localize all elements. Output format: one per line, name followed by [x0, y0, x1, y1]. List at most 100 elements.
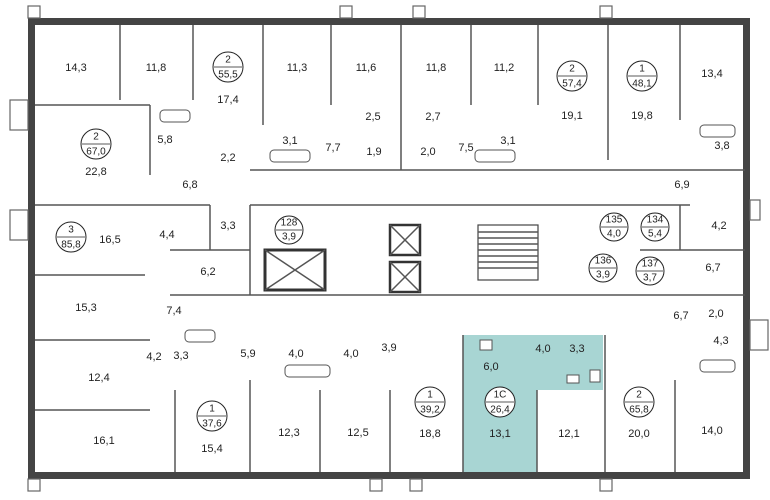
room-area: 2,5: [365, 111, 380, 123]
storage-unit-badge[interactable]: 135 4,0: [599, 212, 629, 242]
interior-walls: [35, 25, 745, 472]
room-area: 5,8: [157, 134, 172, 146]
svg-text:37,6: 37,6: [202, 419, 222, 430]
svg-text:1С: 1С: [494, 390, 507, 401]
room-area: 11,3: [287, 62, 308, 74]
room-area: 20,0: [628, 428, 649, 440]
room-area: 12,4: [88, 372, 109, 384]
bathroom-fixtures: [159, 109, 736, 384]
room-area: 4,2: [711, 220, 726, 232]
svg-text:4,0: 4,0: [607, 229, 621, 240]
room-area: 5,9: [240, 348, 255, 360]
svg-text:48,1: 48,1: [632, 79, 652, 90]
room-area: 15,4: [201, 443, 222, 455]
room-area: 12,3: [278, 427, 299, 439]
apartment-badge[interactable]: 1 39,2: [414, 386, 446, 418]
svg-text:1: 1: [639, 64, 645, 75]
svg-text:137: 137: [642, 259, 659, 270]
room-area: 4,0: [288, 348, 303, 360]
room-area: 11,2: [494, 62, 515, 74]
apartment-badge[interactable]: 1 48,1: [626, 60, 658, 92]
room-area: 13,4: [701, 68, 722, 80]
apartment-badge[interactable]: 2 65,8: [623, 386, 655, 418]
room-area: 2,2: [220, 152, 235, 164]
svg-text:3,7: 3,7: [643, 273, 657, 284]
building-core: [263, 223, 539, 294]
svg-text:65,8: 65,8: [629, 405, 649, 416]
svg-text:3,9: 3,9: [282, 232, 296, 243]
svg-text:2: 2: [225, 55, 231, 66]
svg-text:2: 2: [569, 64, 575, 75]
room-area: 16,5: [99, 234, 120, 246]
room-area: 2,7: [425, 111, 440, 123]
elevator-1: [388, 223, 422, 257]
room-area: 22,8: [85, 166, 106, 178]
svg-text:55,5: 55,5: [218, 70, 238, 81]
room-area: 3,3: [220, 220, 235, 232]
room-area: 6,7: [673, 310, 688, 322]
staircase: [477, 224, 539, 281]
svg-text:39,2: 39,2: [420, 405, 440, 416]
room-area: 1,9: [366, 146, 381, 158]
svg-text:1: 1: [209, 404, 215, 415]
room-area: 3,9: [381, 342, 396, 354]
selected-apartment-highlight[interactable]: [463, 335, 603, 478]
room-area: 2,0: [708, 308, 723, 320]
svg-text:136: 136: [595, 256, 612, 267]
room-area: 7,7: [325, 142, 340, 154]
room-area: 3,3: [569, 343, 584, 355]
room-area: 16,1: [93, 435, 114, 447]
svg-text:128: 128: [281, 218, 298, 229]
svg-text:3: 3: [68, 225, 74, 236]
room-area: 6,9: [674, 179, 689, 191]
room-area: 11,8: [426, 62, 447, 74]
room-area-labels: 14,3 11,8 17,4 11,3 11,6 11,8 11,2 19,1 …: [65, 62, 729, 455]
room-area: 11,6: [356, 62, 377, 74]
room-area: 6,2: [200, 266, 215, 278]
room-area: 11,8: [146, 62, 167, 74]
room-area: 6,8: [182, 179, 197, 191]
room-area: 19,8: [631, 110, 652, 122]
room-area: 12,1: [558, 428, 579, 440]
outer-walls: [9, 5, 769, 492]
storage-unit-badge[interactable]: 136 3,9: [588, 253, 618, 283]
storage-unit-badge[interactable]: 134 5,4: [640, 212, 670, 242]
storage-unit-badge[interactable]: 137 3,7: [635, 256, 665, 286]
room-area: 4,0: [343, 348, 358, 360]
storage-unit-badge[interactable]: 128 3,9: [274, 215, 304, 245]
room-area: 3,8: [714, 140, 729, 152]
svg-text:3,9: 3,9: [596, 270, 610, 281]
apartment-badge[interactable]: 1 37,6: [196, 400, 228, 432]
apartment-badge[interactable]: 2 67,0: [80, 128, 112, 160]
room-area: 18,8: [419, 428, 440, 440]
room-area: 12,5: [347, 427, 368, 439]
room-area: 19,1: [561, 110, 582, 122]
apartment-badge-selected[interactable]: 1С 26,4: [484, 386, 516, 418]
svg-text:1: 1: [427, 390, 433, 401]
room-area: 3,1: [282, 135, 297, 147]
room-area: 7,4: [166, 305, 181, 317]
svg-text:57,4: 57,4: [562, 79, 582, 90]
room-area: 2,0: [420, 146, 435, 158]
svg-text:5,4: 5,4: [648, 229, 662, 240]
svg-text:135: 135: [606, 215, 623, 226]
room-area: 3,1: [500, 135, 515, 147]
apartment-badge[interactable]: 2 57,4: [556, 60, 588, 92]
room-area: 7,5: [458, 142, 473, 154]
svg-text:134: 134: [647, 215, 664, 226]
room-area: 4,4: [159, 229, 174, 241]
room-area: 4,2: [146, 351, 161, 363]
room-area: 14,0: [701, 425, 722, 437]
room-area: 13,1: [489, 428, 510, 440]
svg-text:67,0: 67,0: [86, 147, 106, 158]
svg-text:2: 2: [636, 390, 642, 401]
room-area: 4,3: [713, 335, 728, 347]
elevator-2: [388, 260, 422, 294]
room-area: 14,3: [65, 62, 86, 74]
apartment-badge[interactable]: 3 85,8: [55, 221, 87, 253]
room-area: 3,3: [173, 350, 188, 362]
svg-text:85,8: 85,8: [61, 240, 81, 251]
svg-text:2: 2: [93, 132, 99, 143]
apartment-badge[interactable]: 2 55,5: [212, 51, 244, 83]
